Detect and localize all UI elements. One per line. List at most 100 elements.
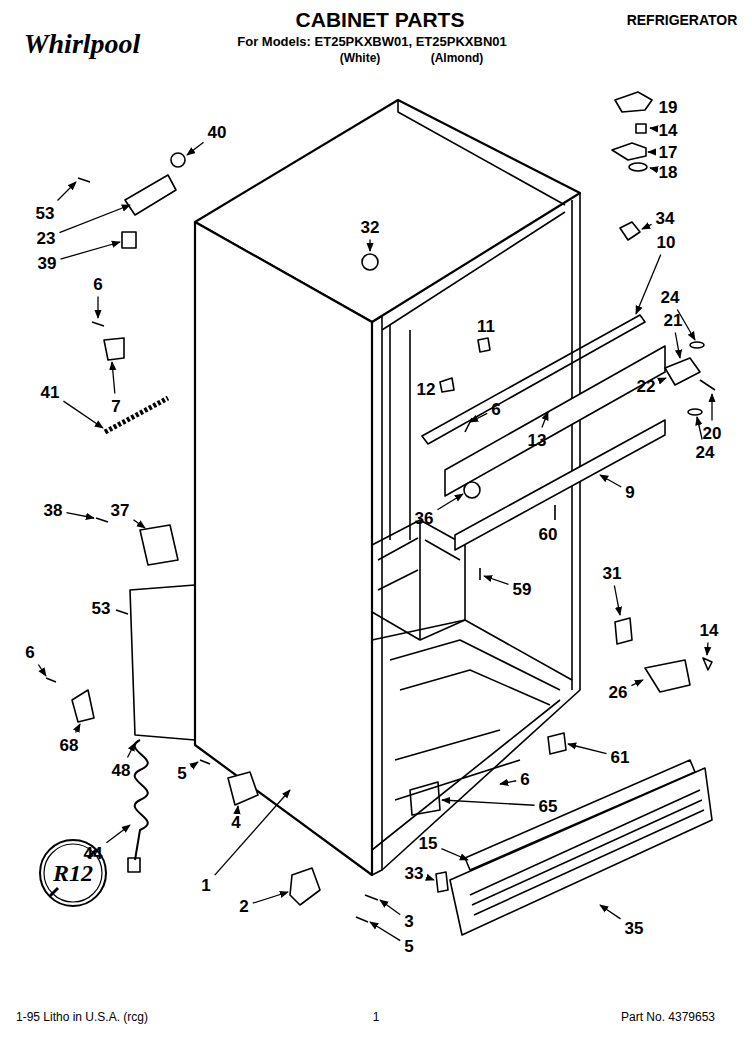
leader-line [650,168,655,169]
callout-number: 53 [92,600,111,617]
callout-number: 6 [25,644,34,661]
leader-line [187,142,204,155]
leader-line [500,781,516,784]
callout-number: 4 [231,814,240,831]
callout-number: 61 [611,749,630,766]
callout-number: 26 [609,684,628,701]
callout-number: 53 [36,205,55,222]
leader-line [253,892,288,903]
leader-line [63,401,103,428]
leader-line [369,240,370,252]
callout-number: 65 [539,798,558,815]
callout-number: 36 [415,510,434,527]
color-name: (Almond) [431,52,484,64]
callout-number: 39 [38,255,57,272]
callout-number: 31 [603,565,622,582]
callout-number: 38 [44,502,63,519]
leader-line [711,394,712,421]
callout-number: 17 [659,144,678,161]
model-list: For Models: ET25PKXBW01, ET25PKXBN01 [237,35,506,48]
callout-number: 32 [361,219,380,236]
callout-number: 40 [208,124,227,141]
callout-number: 35 [625,920,644,937]
leader-line [133,520,145,528]
callout-number: 14 [659,122,678,139]
leader-line [427,878,434,880]
callout-number: 44 [84,845,103,862]
part-number: Part No. 4379653 [621,1011,715,1023]
callout-number: 21 [664,312,683,329]
leader-line [127,743,135,758]
leader-line [542,412,548,428]
leader-line [370,922,400,941]
leader-line [697,417,702,440]
leader-line [707,643,708,656]
callout-number: 48 [112,762,131,779]
color-name: (White) [340,52,381,64]
callout-number: 33 [405,865,424,882]
leader-line [484,576,509,584]
callout-number: 37 [111,502,130,519]
print-note: 1-95 Litho in U.S.A. (rcg) [16,1011,148,1023]
callout-number: 1 [201,877,210,894]
leader-line [237,806,239,810]
leader-line [380,900,400,915]
leader-line [97,297,98,319]
callout-number: 15 [419,835,438,852]
callout-number: 20 [703,425,722,442]
leader-line [59,205,130,233]
leader-line [442,800,535,805]
callout-number: 68 [60,737,79,754]
callout-number: 19 [659,99,678,116]
leader-line [642,224,652,229]
callout-number: 7 [111,398,120,415]
callout-number: 12 [417,381,436,398]
callout-number: 24 [696,444,715,461]
callout-number: 6 [491,401,500,418]
callout-number: 2 [239,898,248,915]
leader-line [38,665,46,677]
leader-line [659,378,666,381]
callout-number: 34 [656,210,675,227]
leader-line [76,724,80,733]
leader-line [650,127,655,129]
callout-number: 24 [661,289,680,306]
category: REFRIGERATOR [627,13,738,27]
leader-line [106,825,130,843]
callout-number: 60 [539,526,558,543]
brand-logo: Whirlpool [24,30,141,58]
callout-number: 11 [477,318,495,335]
leader-line [600,905,621,919]
leader-line [614,586,620,616]
callout-number: 18 [659,164,678,181]
callout-number: 5 [404,938,413,955]
callout-number: 41 [41,384,60,401]
leader-line [112,362,115,394]
leader-line [568,744,607,754]
callout-number: 23 [37,230,56,247]
leader-line [58,182,77,201]
title: CABINET PARTS [296,9,465,30]
leader-line [215,790,290,875]
page-number: 1 [373,1011,380,1023]
callout-number: 6 [520,771,529,788]
leader-line [437,494,463,510]
leader-line [66,513,94,518]
leader-line [675,333,680,359]
leader-line [470,413,487,422]
callout-number: 9 [625,484,634,501]
leader-line [648,151,655,152]
callout-number: 6 [93,276,102,293]
leader-line [191,762,198,767]
leader-line [631,680,643,686]
callout-number: 5 [177,765,186,782]
callout-number: 14 [700,622,719,639]
leader-line [441,849,468,860]
callout-number: 59 [513,581,532,598]
callout-number: 22 [637,378,656,395]
leader-line [600,475,621,487]
leader-line [636,255,661,315]
callout-number: 3 [404,913,413,930]
